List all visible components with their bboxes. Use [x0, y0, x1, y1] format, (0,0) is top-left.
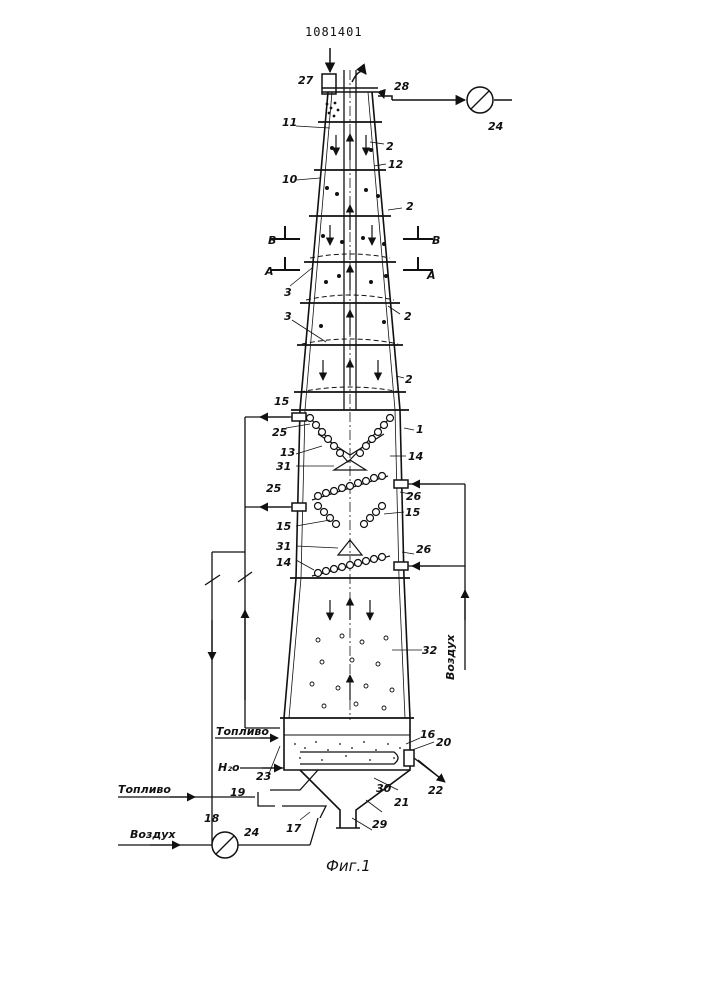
callout-29: 29: [372, 818, 388, 831]
callout-1: 1: [416, 423, 424, 436]
particles-upper: [319, 102, 388, 328]
particles-lower: [310, 634, 394, 710]
callout-23: 23: [256, 770, 272, 783]
callout-3-b: 3: [284, 310, 292, 323]
heater-element: [300, 752, 398, 764]
callout-17: 17: [286, 822, 302, 835]
callout-18: 18: [204, 812, 220, 825]
callout-26-b: 26: [416, 543, 432, 556]
callout-27: 27: [298, 74, 314, 87]
section-markers: [270, 226, 433, 270]
air-label-bottom: Воздух: [130, 828, 176, 841]
figure-caption: Фиг.1: [326, 857, 371, 875]
callout-32: 32: [422, 644, 438, 657]
callout-22: 22: [428, 784, 444, 797]
coil-lower: [312, 503, 390, 577]
section-b-left: В: [268, 234, 276, 247]
callout-2-a: 2: [386, 140, 394, 153]
leader-lines: [268, 126, 434, 830]
callout-10: 10: [282, 173, 298, 186]
callout-26-a: 26: [406, 490, 422, 503]
section-b-right: В: [432, 234, 440, 247]
callout-13: 13: [280, 446, 296, 459]
lower-shell-right: [404, 578, 410, 718]
callout-2-c: 2: [404, 310, 412, 323]
callout-16: 16: [420, 728, 436, 741]
callout-15-b: 15: [276, 520, 292, 533]
air-label-side: Воздух: [444, 634, 457, 680]
callout-14-b: 14: [276, 556, 291, 569]
piping-arrows: [150, 92, 465, 845]
column-shell: [284, 88, 410, 828]
callout-19: 19: [230, 786, 246, 799]
central-pipe: [344, 70, 356, 720]
callout-25-b: 25: [266, 482, 282, 495]
callout-28: 28: [394, 80, 410, 93]
lower-shell-left: [284, 578, 296, 718]
middle-shell-right: [400, 410, 404, 578]
callout-3-a: 3: [284, 286, 292, 299]
callout-14-a: 14: [408, 450, 423, 463]
callout-12: 12: [388, 158, 404, 171]
callout-2-d: 2: [405, 373, 413, 386]
fuel-label-top: Топливо: [216, 725, 269, 738]
callout-21: 21: [394, 796, 409, 809]
fuel-label-bottom: Топливо: [118, 783, 171, 796]
middle-shell-left: [296, 410, 300, 578]
callout-24-top: 24: [488, 120, 503, 133]
section-a-left: А: [264, 265, 274, 278]
callout-25-a: 25: [272, 426, 288, 439]
hydrogen-label: Н₂о: [218, 761, 240, 774]
callout-15-a: 15: [274, 395, 290, 408]
sand-bed: [294, 741, 401, 761]
callout-2-b: 2: [406, 200, 414, 213]
section-a-right: А: [426, 269, 436, 282]
callout-31-b: 31: [276, 540, 291, 553]
callout-24-bottom: 24: [244, 826, 259, 839]
callout-15-c: 15: [405, 506, 421, 519]
callout-11: 11: [282, 116, 297, 129]
callout-31-a: 31: [276, 460, 291, 473]
flow-arrows: [323, 134, 378, 700]
callout-20: 20: [436, 736, 452, 749]
upper-shell-left: [300, 92, 328, 410]
callout-30: 30: [376, 782, 392, 795]
patent-number: 1081401: [305, 25, 363, 39]
bottom-chamber: [284, 718, 410, 770]
